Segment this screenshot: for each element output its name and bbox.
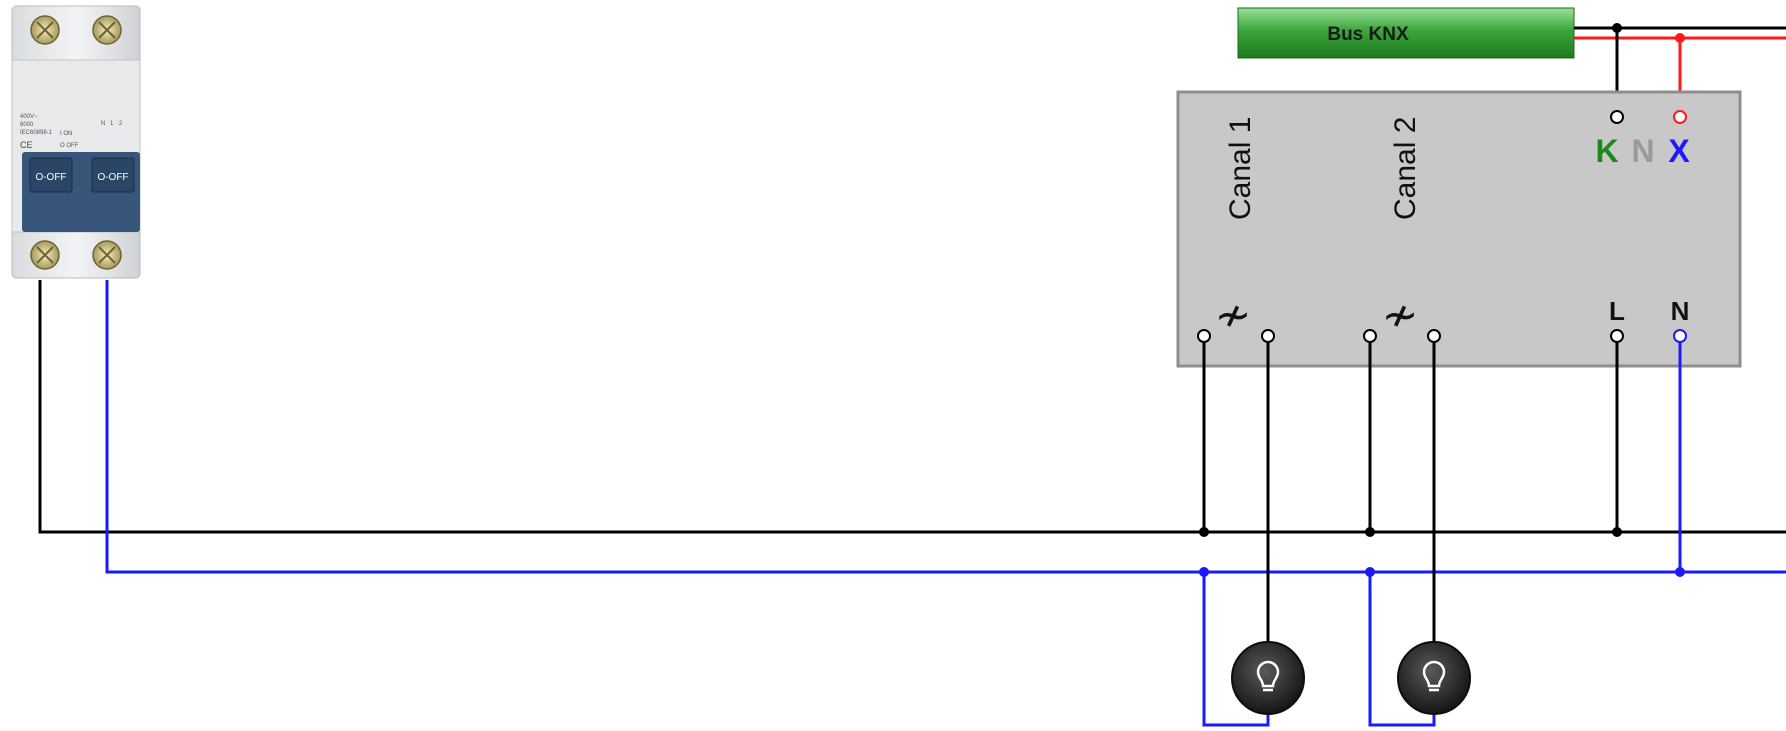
knx-bus: Bus KNX [1237,7,1786,112]
breaker-pole-1: 1 [110,121,114,127]
breaker-handle-right [91,157,135,193]
bulb-icon [1397,641,1471,715]
terminal-bus-plus [1673,110,1687,124]
lamp-2 [1397,641,1471,715]
terminal-bus-minus [1610,110,1624,124]
lamp-1-neutral [1202,572,1270,727]
lamp-1 [1231,641,1305,715]
channel-2-switch: ≁ [1382,291,1419,340]
junction-dot [1675,567,1685,577]
breaker-handle-left [29,157,73,193]
channel-1-switch: ≁ [1215,291,1252,340]
breaker-switch-on: I ON [60,131,72,137]
knx-letter-x: X [1668,133,1690,169]
breaker-rating-1: 400V~ [20,114,38,120]
knx-actuator: Canal 1 Canal 2 K N X ≁ ≁ L N [1176,90,1742,368]
junction-dot [1365,527,1375,537]
breaker-handle-label-right: O-OFF [97,172,128,183]
junction-dot [1199,527,1209,537]
breaker-rating-3: IEC60898-1 [20,130,53,136]
breaker-rating-2: 6000 [20,122,34,128]
breaker-top-screws [30,15,122,45]
ce-mark: CE [20,140,33,150]
switch-icon: ≁ [1215,291,1252,340]
channel-1-label: Canal 1 [1224,117,1257,220]
terminal-l [1610,329,1624,343]
terminal-ch2-out [1427,329,1441,343]
terminal-ch2-in [1363,329,1377,343]
circuit-breaker: 400V~ 6000 IEC60898-1 CE I ON O OFF N 1 … [11,5,141,279]
breaker-pole-n: N [101,121,105,127]
terminal-label-n: N [1671,296,1690,326]
breaker-switch-off: O OFF [60,143,79,149]
bus-label: Bus KNX [1327,24,1409,45]
junction-dot [1612,527,1622,537]
channel-2-label: Canal 2 [1389,117,1422,220]
knx-letter-k: K [1595,133,1618,169]
breaker-pole-2: 2 [119,121,123,127]
terminal-ch1-out [1261,329,1275,343]
terminal-ch1-in [1197,329,1211,343]
bulb-icon [1231,641,1305,715]
breaker-handle-label-left: O-OFF [35,172,66,183]
breaker-bottom-screws [30,240,122,270]
actuator-body [1176,90,1742,368]
bus-bar [1237,7,1575,59]
knx-logo: K N X [1595,133,1690,169]
neutral-wire [105,280,1786,574]
terminal-n [1673,329,1687,343]
knx-letter-n: N [1631,133,1654,169]
terminal-label-l: L [1609,296,1625,326]
switch-icon: ≁ [1382,291,1419,340]
lamp-2-neutral [1368,572,1436,727]
